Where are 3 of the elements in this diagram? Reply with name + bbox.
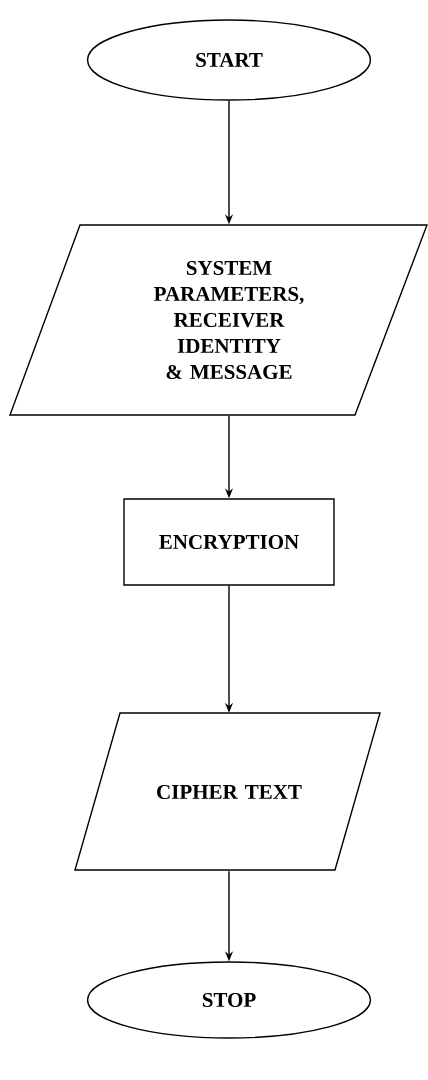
input-output-parallelogram: CIPHER TEXT bbox=[74, 712, 381, 871]
input-output-parallelogram: SYSTEM PARAMETERS, RECEIVER IDENTITY & MESSAGE bbox=[9, 224, 428, 416]
process-box: ENCRYPTION bbox=[123, 498, 335, 586]
